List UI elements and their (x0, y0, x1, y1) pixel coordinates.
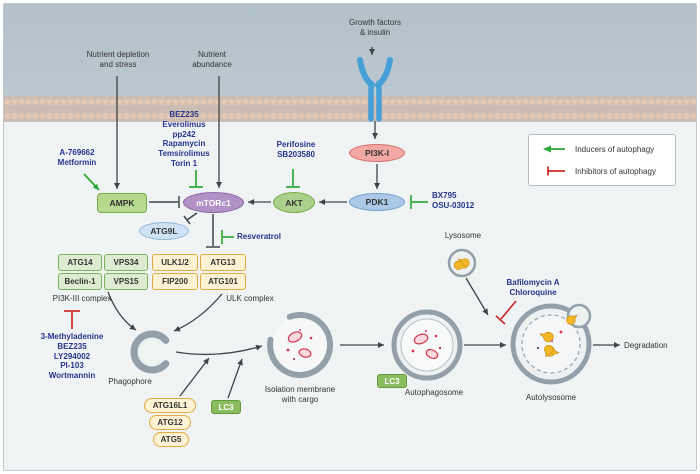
cargo-mitochondria (411, 329, 442, 360)
nutrient-depletion-label: Nutrient depletion and stress (86, 50, 150, 69)
complex-member: VPS15 (104, 273, 148, 290)
isolation-membrane-shape (267, 311, 334, 378)
growth-factor-receptor-icon (357, 57, 393, 122)
atg16l1-node: ATG16L1 (144, 398, 196, 413)
pdk1-node: PDK1 (349, 193, 405, 211)
nutrient-abundance-label: Nutrient abundance (192, 50, 232, 69)
atg12-node: ATG12 (149, 415, 191, 430)
autolysosome-shape (510, 303, 592, 385)
ulk-complex: ULK1/2 ATG13 FIP200 ATG101 (152, 254, 246, 290)
ulk-complex-label: ULK complex (226, 294, 274, 303)
autophagosome-shape (391, 309, 463, 381)
atg5-node: ATG5 (153, 432, 189, 447)
cargo-mitochondria (286, 328, 313, 360)
inhibitor-connectors (64, 300, 517, 329)
inducer-connectors (83, 169, 428, 244)
mtorc1-inhibitor-drugs: BEZ235 Everolimus pp242 Rapamycin Temsir… (158, 110, 210, 168)
autophagosome-label: Autophagosome (404, 388, 464, 397)
complex-member: ATG101 (200, 273, 246, 290)
plasma-membrane (4, 96, 696, 122)
degradation-label: Degradation (624, 341, 668, 350)
pi3kIII-inhibitor-drugs: 3-Methyladenine BEZ235 LY294002 PI-103 W… (40, 332, 104, 380)
complex-member: ATG13 (200, 254, 246, 271)
autolysosome-label: Autolysosome (525, 393, 577, 402)
extracellular-region (4, 4, 696, 96)
atg9l-node: ATG9L (139, 222, 189, 240)
pdk1-inhibitor-drugs: BX795 OSU-03012 (432, 191, 475, 210)
complex-member: VPS34 (104, 254, 148, 271)
legend-inducers-label: Inducers of autophagy (575, 144, 655, 154)
ampk-activator-drugs: A-769662 Metformin (57, 148, 97, 167)
complex-member: FIP200 (152, 273, 198, 290)
inhibitor-tbar-icon (547, 166, 565, 176)
inducer-arrow-icon (543, 145, 565, 153)
fusion-inhibitor-drugs: Bafilomycin A Chloroquine (506, 278, 560, 297)
lysosome-shape (447, 248, 477, 278)
complex-member: ATG14 (58, 254, 102, 271)
pi3kIII-complex: ATG14 VPS34 Beclin-1 VPS15 (58, 254, 148, 290)
lc3-on-autophagosome-node: LC3 (377, 374, 407, 388)
lysosome-label: Lysosome (444, 231, 482, 240)
growth-factors-label: Growth factors & insulin (348, 18, 401, 37)
legend-inducers-row: Inducers of autophagy (538, 143, 666, 155)
signal-inhibition-bars (149, 196, 220, 248)
complex-member: Beclin-1 (58, 273, 102, 290)
resveratrol-label: Resveratrol (237, 232, 282, 241)
pi3k1-node: PI3K-I (349, 144, 405, 162)
phagophore-shape (130, 330, 170, 374)
akt-inhibitor-drugs: Perifosine SB203580 (276, 140, 316, 159)
mtorc1-node: mTORc1 (183, 192, 244, 213)
signal-arrows (107, 47, 620, 399)
ampk-node: AMPK (97, 193, 147, 213)
complex-member: ULK1/2 (152, 254, 198, 271)
legend-box: Inducers of autophagy Inhibitors of auto… (528, 134, 676, 186)
pi3kIII-complex-label: PI3K-III complex (52, 294, 112, 303)
akt-node: AKT (273, 192, 315, 213)
lc3-node: LC3 (211, 400, 241, 414)
phagophore-label: Phagophore (108, 377, 152, 386)
legend-inhibitors-row: Inhibitors of autophagy (538, 165, 666, 177)
legend-inhibitors-label: Inhibitors of autophagy (575, 166, 656, 176)
isolation-membrane-label: Isolation membrane with cargo (264, 385, 336, 404)
